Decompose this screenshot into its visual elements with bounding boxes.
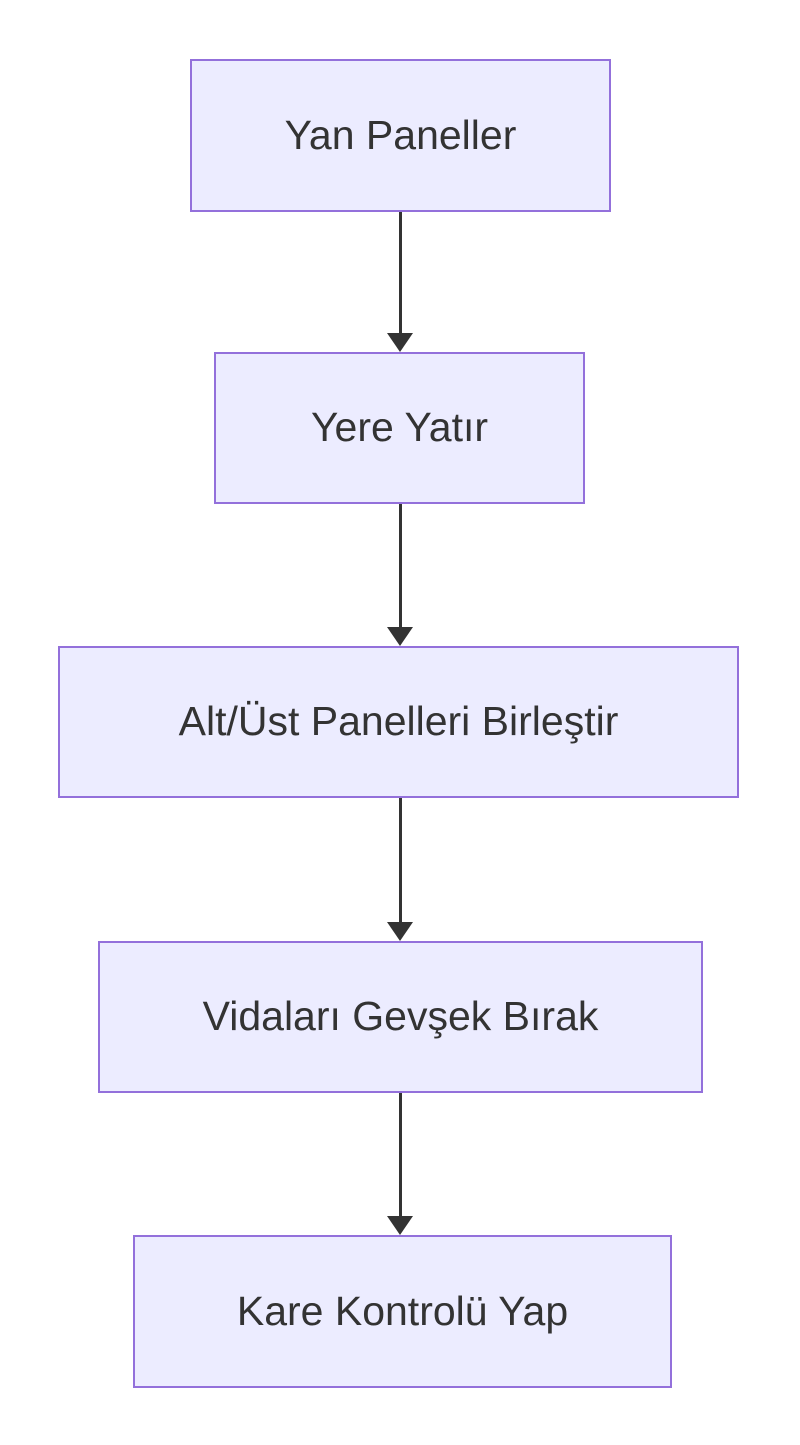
node-label: Yan Paneller [284,111,517,158]
flowchart-arrow-2 [386,504,414,646]
arrow-line [398,504,402,627]
flowchart-node-alt-ust-panelleri-birlestir: Alt/Üst Panelleri Birleştir [58,646,739,798]
flowchart-arrow-1 [386,212,414,352]
flowchart-node-vidalari-gevsek-birak: Vidaları Gevşek Bırak [98,941,703,1093]
arrowhead-icon [387,1216,413,1235]
flowchart-node-kare-kontrolu-yap: Kare Kontrolü Yap [133,1235,672,1388]
node-label: Yere Yatır [310,404,489,451]
arrowhead-icon [387,333,413,352]
arrowhead-icon [387,922,413,941]
arrow-line [398,212,402,333]
flowchart-arrow-4 [386,1093,414,1235]
arrow-line [398,1093,402,1216]
flowchart-arrow-3 [386,798,414,941]
flowchart-node-yan-paneller: Yan Paneller [190,59,611,212]
node-label: Kare Kontrolü Yap [236,1287,569,1334]
node-label: Alt/Üst Panelleri Birleştir [178,698,619,745]
arrowhead-icon [387,627,413,646]
arrow-line [398,798,402,922]
node-label: Vidaları Gevşek Bırak [202,993,599,1040]
flowchart-node-yere-yatir: Yere Yatır [214,352,585,504]
